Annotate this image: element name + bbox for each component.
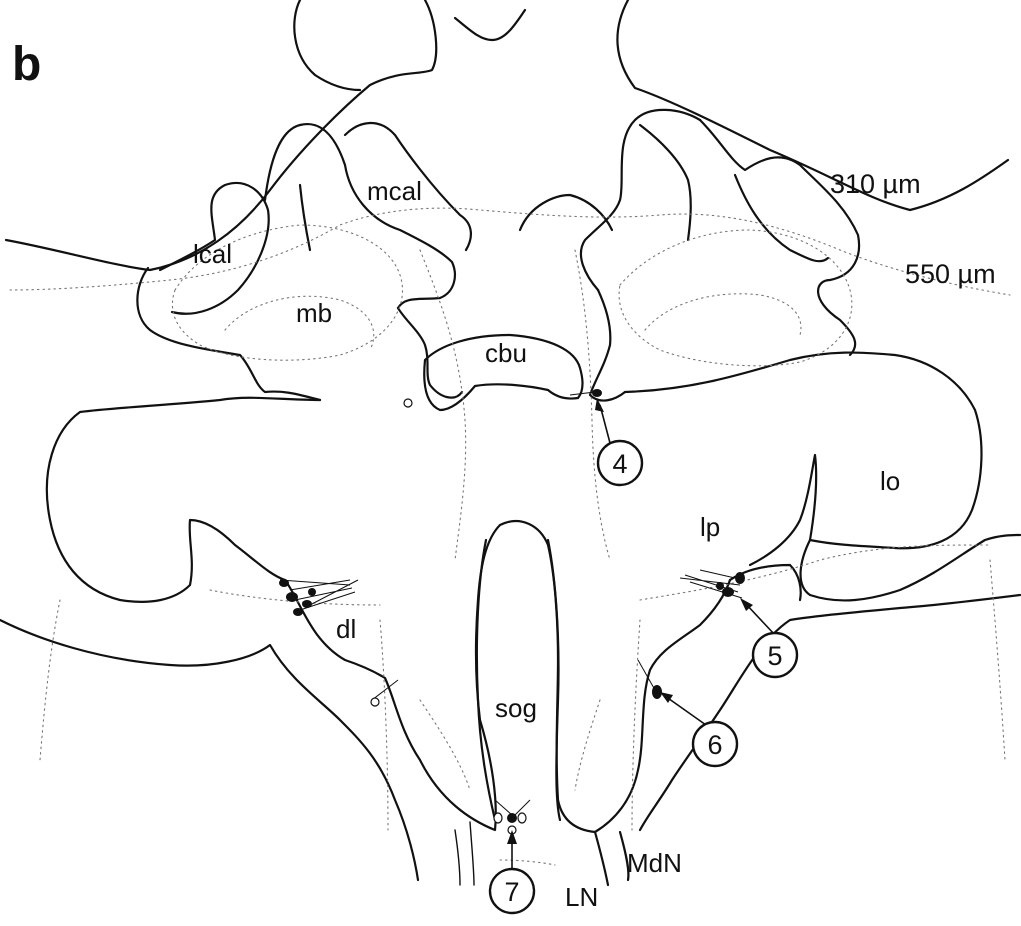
- label-lcal: lcal: [193, 239, 232, 269]
- panel-label: b: [12, 38, 41, 91]
- label-mb: mb: [296, 298, 332, 328]
- marker-5: 5: [753, 633, 797, 677]
- neuron-cluster-5: [680, 570, 745, 598]
- marker-6-label: 6: [707, 730, 722, 760]
- depth-label-310: 310 µm: [830, 169, 921, 199]
- deeper-section-contour: [10, 208, 1010, 865]
- marker-7: 7: [490, 869, 534, 913]
- label-lo: lo: [880, 466, 900, 496]
- depth-label-550: 550 µm: [905, 259, 996, 289]
- marker-6: 6: [693, 722, 737, 766]
- marker-4: 4: [598, 441, 642, 485]
- label-ln: LN: [565, 882, 598, 912]
- marker-4-label: 4: [612, 449, 627, 479]
- neuron-cluster-7: [494, 800, 530, 834]
- label-mdn: MdN: [627, 848, 682, 878]
- marker-5-label: 5: [767, 641, 782, 671]
- label-mcal: mcal: [367, 176, 422, 206]
- marker-7-label: 7: [504, 877, 519, 907]
- left-calyx-outlines: [137, 123, 471, 400]
- neuron-cluster-dl: [279, 579, 358, 616]
- label-sog: sog: [495, 693, 537, 723]
- label-dl: dl: [336, 614, 356, 644]
- outer-section-contour: [6, 0, 1008, 270]
- protocerebrum-outline: [47, 353, 1020, 602]
- label-cbu: cbu: [485, 338, 527, 368]
- neuron-cluster-6: [638, 660, 662, 699]
- label-lp: lp: [700, 512, 720, 542]
